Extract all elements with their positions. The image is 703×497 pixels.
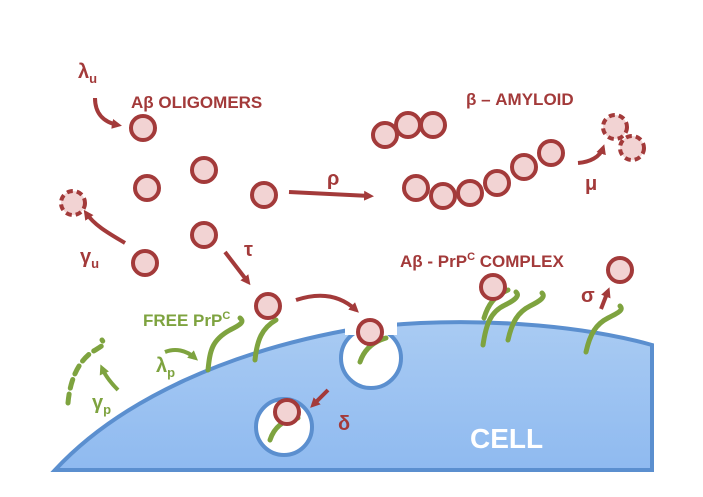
tau-arrow [223,250,251,286]
cell-label: CELL [470,423,543,454]
gamma-u-label: γu [80,246,99,271]
lambda-p-label: λp [156,355,175,380]
free-prpc-receptors [205,289,624,373]
mu-arrow [577,144,606,165]
degraded-oligomer [59,189,87,217]
degraded-prpc-receptor [65,337,106,406]
complex-label: Aβ - PrPC COMPLEX [400,251,564,271]
red-arrows [83,97,611,408]
oligomer-particles [129,114,634,426]
gamma-p-label: γp [92,392,111,417]
sigma-label: σ [581,285,595,307]
lambda-u-arrow [93,97,122,129]
tau-label: τ [244,239,253,261]
gamma-u-arrow [83,209,127,245]
beta-amyloid-label: β – AMYLOID [466,90,574,109]
free-prpc-label: FREE PrPC [143,310,230,330]
delta-label: δ [338,413,350,435]
mu-label: μ [585,173,597,195]
lambda-p-arrow [164,348,198,361]
binding-arrow [295,293,359,313]
gamma-p-arrow [99,364,120,392]
lambda-u-label: λu [78,61,97,86]
amyloid-fibrils [371,111,565,210]
rho-label: ρ [327,168,339,190]
green-arrows [99,348,198,392]
delta-arrow [310,388,330,408]
rho-arrow [288,190,374,201]
fragmented-amyloid [601,113,646,162]
ab-oligomers-label: Aβ OLIGOMERS [131,93,262,112]
sigma-arrow [599,287,611,310]
